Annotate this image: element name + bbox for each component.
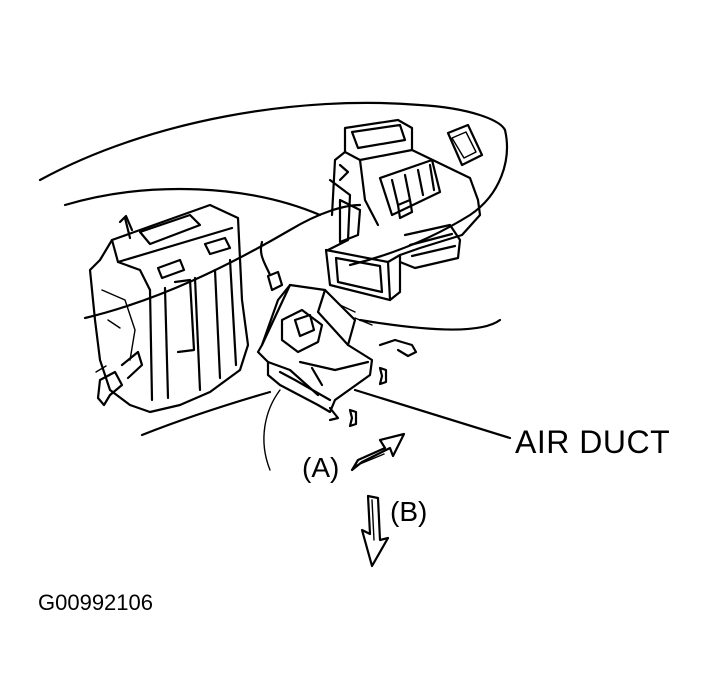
air-duct <box>256 283 374 422</box>
arrow-b-icon <box>360 494 390 568</box>
wire-connector <box>259 240 284 292</box>
air-duct-leader <box>353 388 512 440</box>
view-b-label: (B) <box>390 496 428 527</box>
arrow-a-icon <box>350 432 406 472</box>
air-duct-label: AIR DUCT <box>515 424 671 460</box>
blower-unit <box>324 118 484 302</box>
view-a-label: (A) <box>302 452 340 483</box>
screw-clip <box>348 338 418 428</box>
dashboard-outline <box>38 101 509 471</box>
figure-code: G00992106 <box>38 590 153 615</box>
heater-unit <box>88 203 250 414</box>
